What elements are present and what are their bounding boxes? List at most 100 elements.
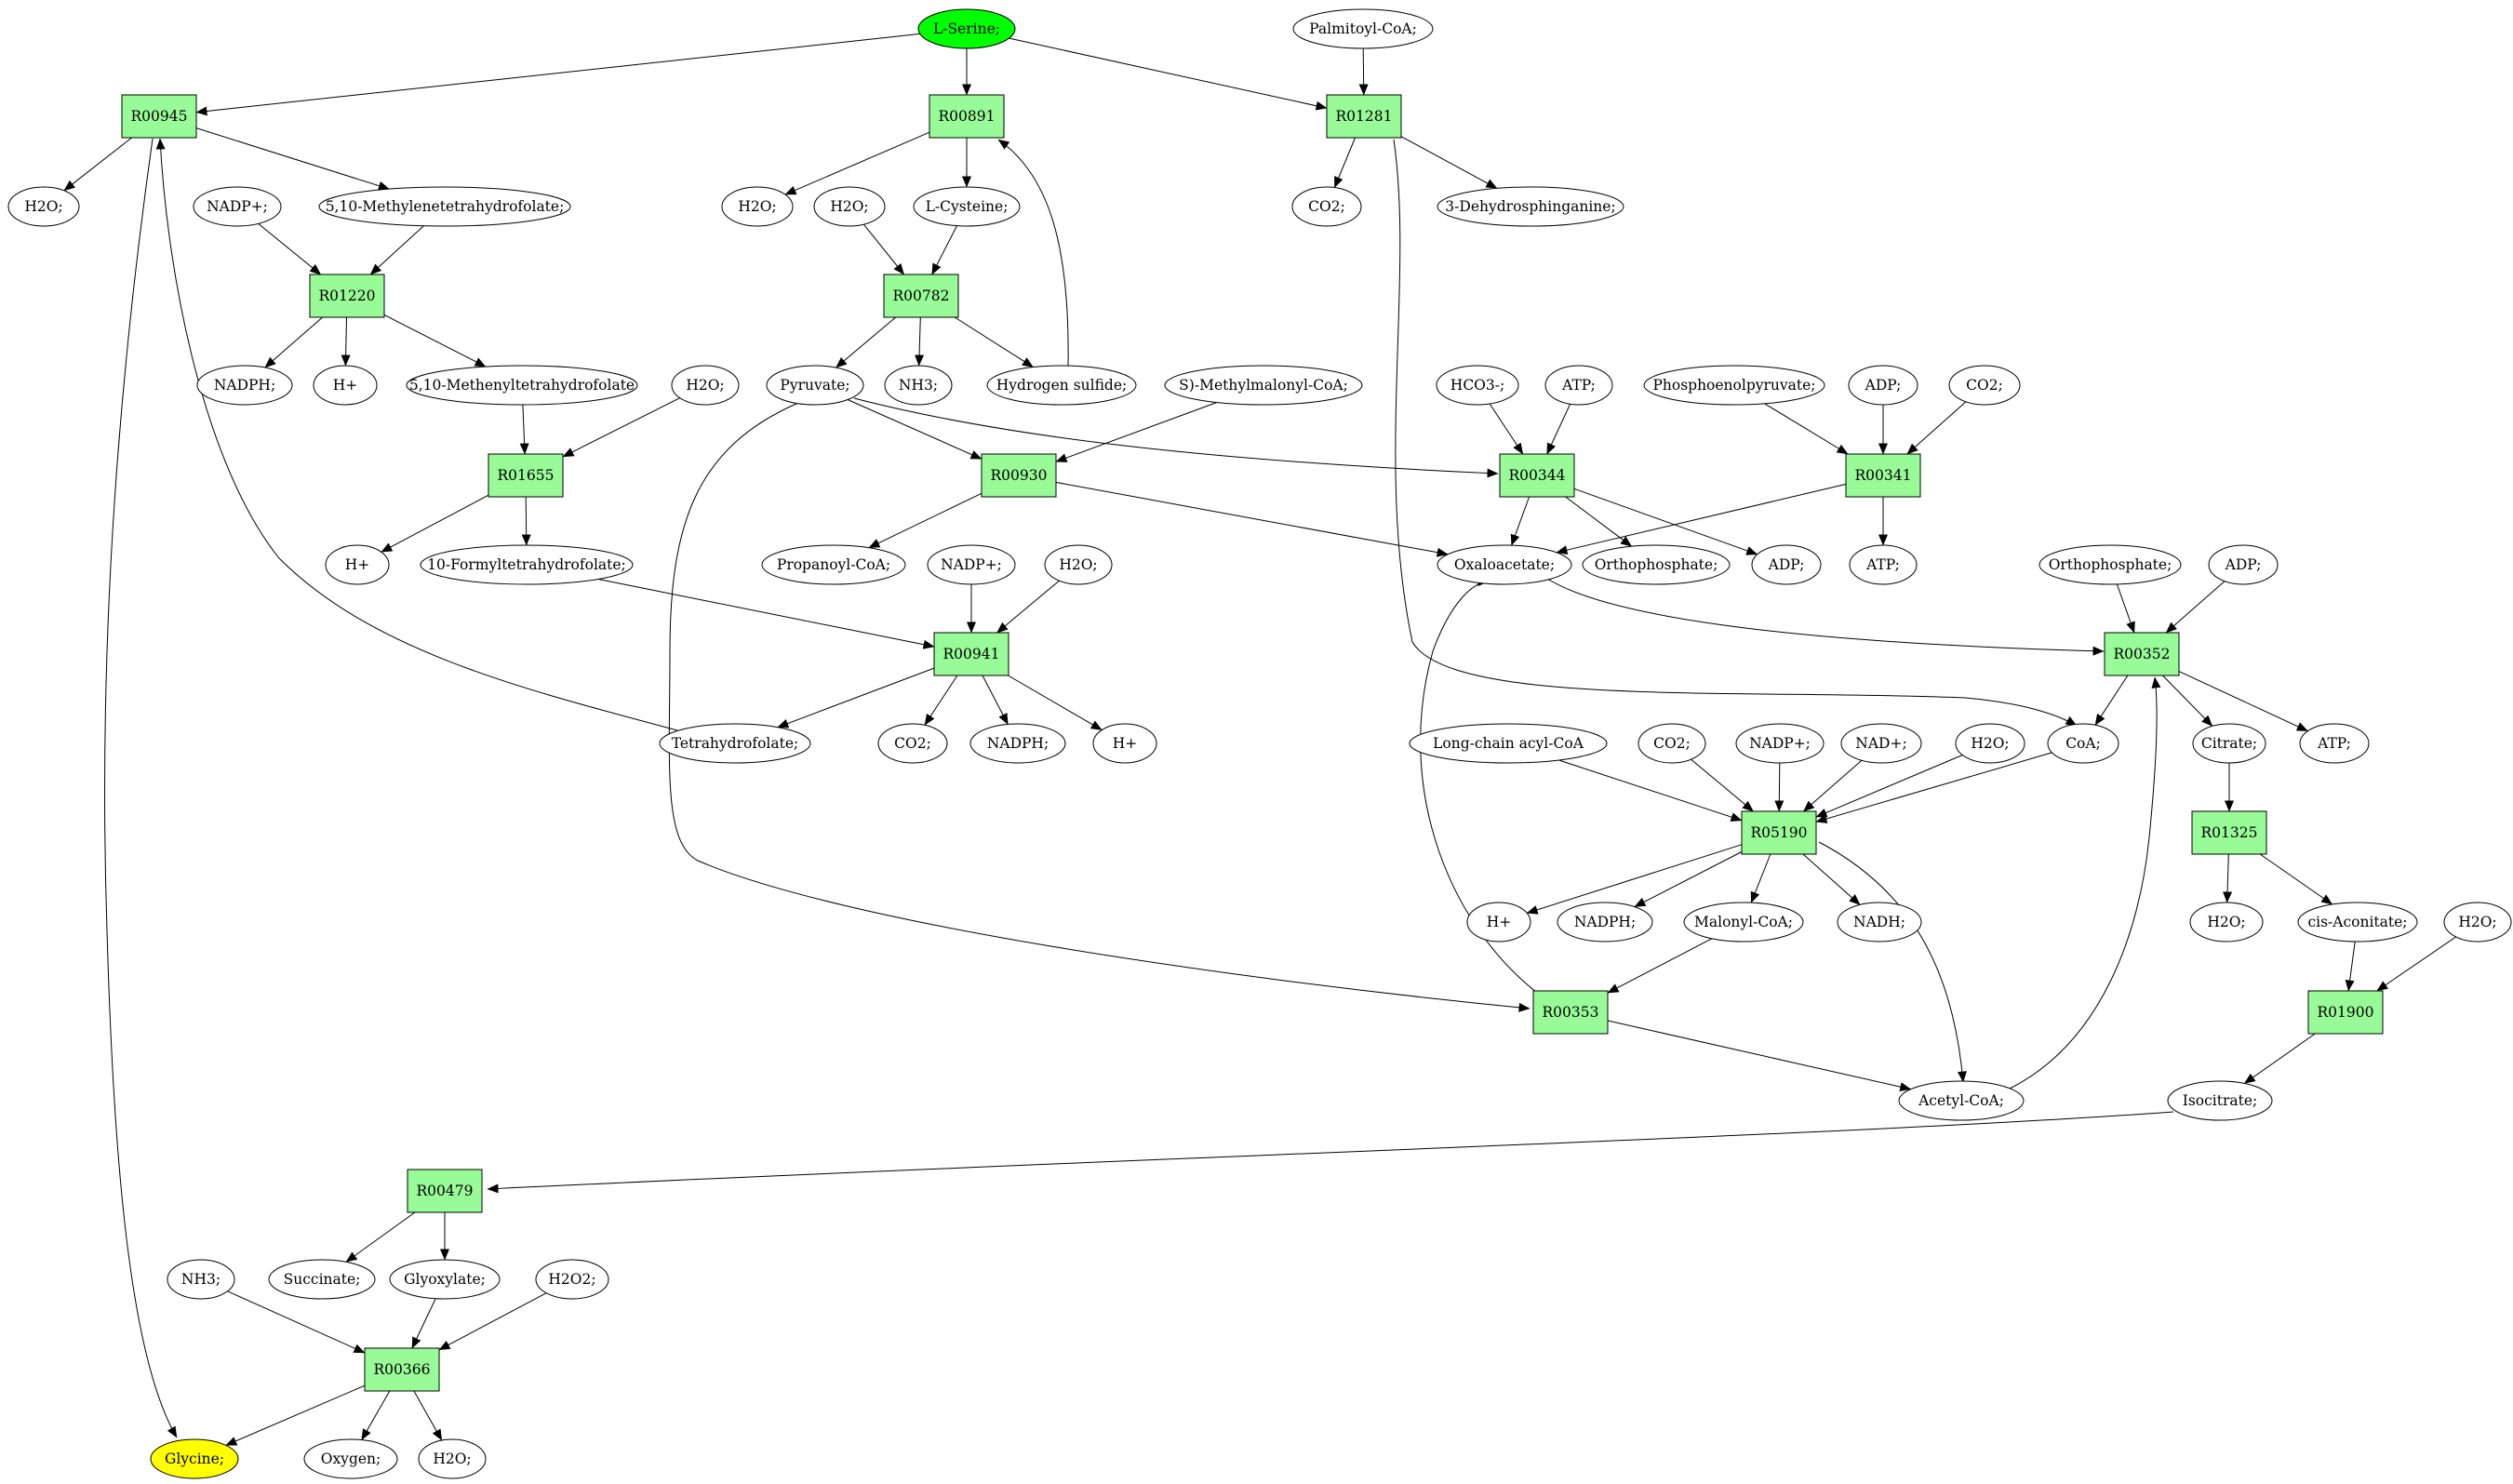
compound-node-nadph-a[interactable]: NADPH; [196, 365, 293, 406]
compound-node-adp-a[interactable]: ADP; [1848, 365, 1918, 406]
compound-ellipse [1557, 902, 1653, 943]
compound-node-oxygen[interactable]: Oxygen; [303, 1438, 398, 1479]
compound-node-h2o-g[interactable]: H2O; [2189, 902, 2264, 943]
compound-node-l-serine[interactable]: L-Serine; [917, 8, 1016, 49]
compound-node-h2o-i[interactable]: H2O; [418, 1438, 487, 1479]
compound-node-adp-b[interactable]: ADP; [1751, 544, 1822, 585]
reaction-node-r01900[interactable]: R01900 [2307, 990, 2384, 1035]
compound-node-succinate[interactable]: Succinate; [268, 1259, 376, 1300]
compound-node-glyoxylate[interactable]: Glyoxylate; [389, 1259, 501, 1300]
edge-palmitoyl-coa-to-r01281 [1358, 47, 1369, 96]
compound-node-atp-b[interactable]: ATP; [1849, 544, 1918, 585]
compound-ellipse [2299, 723, 2370, 764]
compound-node-acetylcoa[interactable]: Acetyl-CoA; [1898, 1080, 2025, 1121]
reaction-node-r00782[interactable]: R00782 [883, 274, 959, 318]
edge-formylthf-to-r00941 [598, 579, 935, 649]
reaction-node-r01655[interactable]: R01655 [488, 453, 564, 498]
compound-node-co2-a[interactable]: CO2; [1291, 186, 1362, 227]
compound-node-methylenethf[interactable]: 5,10-Methylenetetrahydrofolate; [318, 186, 571, 227]
compound-node-nadp-a[interactable]: NADP+; [193, 186, 282, 227]
compound-node-h2o-e[interactable]: H2O; [1044, 544, 1113, 585]
reaction-node-r00479[interactable]: R00479 [407, 1169, 483, 1213]
compound-node-h2o2[interactable]: H2O2; [535, 1259, 609, 1300]
compound-node-co2-b[interactable]: CO2; [1948, 365, 2021, 406]
compound-node-nadh[interactable]: NADH; [1837, 902, 1922, 943]
reaction-node-r01281[interactable]: R01281 [1326, 94, 1402, 139]
reaction-node-r00891[interactable]: R00891 [929, 94, 1005, 139]
reaction-node-r00344[interactable]: R00344 [1499, 453, 1575, 498]
compound-node-formylthf[interactable]: 10-Formyltetrahydrofolate; [420, 544, 634, 585]
compound-node-palmitoyl-coa[interactable]: Palmitoyl-CoA; [1292, 8, 1434, 49]
compound-node-h-b[interactable]: H+ [325, 544, 390, 585]
reaction-node-r00930[interactable]: R00930 [981, 453, 1057, 498]
compound-node-longchain[interactable]: Long-chain acyl-CoA [1409, 723, 1608, 764]
compound-ellipse [1092, 723, 1157, 764]
reaction-node-r00341[interactable]: R00341 [1845, 453, 1921, 498]
compound-node-isocitrate[interactable]: Isocitrate; [2167, 1080, 2273, 1121]
edges-layer [63, 33, 2456, 1446]
node-label: Citrate; [2201, 735, 2257, 752]
compound-node-methenylthf[interactable]: 5,10-Methenyltetrahydrofolate [406, 365, 638, 406]
reaction-node-r00945[interactable]: R00945 [121, 94, 197, 139]
compound-node-thf[interactable]: Tetrahydrofolate; [659, 723, 811, 764]
compound-ellipse [1643, 365, 1825, 406]
compound-node-cisaconitate[interactable]: cis-Aconitate; [2297, 902, 2418, 943]
compound-node-atp-c[interactable]: ATP; [2299, 723, 2370, 764]
compound-ellipse [420, 544, 634, 585]
compound-node-co2-d[interactable]: CO2; [1637, 723, 1706, 764]
edge-methylenethf-to-r01220 [369, 225, 424, 275]
compound-node-nadp-b[interactable]: NADP+; [927, 544, 1016, 585]
compound-node-h2s[interactable]: Hydrogen sulfide; [986, 365, 1137, 406]
edge-r00353-to-acetylcoa [1607, 1020, 1912, 1092]
node-label: Orthophosphate; [1595, 556, 1718, 573]
compound-node-h2o-b[interactable]: H2O; [721, 186, 794, 227]
compound-node-nadph-b[interactable]: NADPH; [969, 723, 1066, 764]
compound-node-nadph-c[interactable]: NADPH; [1557, 902, 1653, 943]
compound-node-adp-c[interactable]: ADP; [2208, 544, 2279, 585]
compound-node-citrate[interactable]: Citrate; [2192, 723, 2266, 764]
compound-node-oxaloacetate[interactable]: Oxaloacetate; [1437, 544, 1572, 585]
node-label: Isocitrate; [2183, 1092, 2258, 1109]
compound-node-methylmalonyl[interactable]: S)-Methylmalonyl-CoA; [1164, 365, 1363, 406]
reaction-node-r05190[interactable]: R05190 [1741, 810, 1817, 855]
edge-r00945-to-glycine [104, 138, 178, 1438]
compound-node-h2o-h[interactable]: H2O; [2443, 902, 2512, 943]
compound-node-pyruvate[interactable]: Pyruvate; [766, 365, 864, 406]
reaction-node-r00352[interactable]: R00352 [2104, 632, 2180, 676]
compound-node-h-d[interactable]: H+ [1466, 902, 1531, 943]
compound-node-orthophosphate-b[interactable]: Orthophosphate; [2038, 544, 2182, 585]
compound-node-coa[interactable]: CoA; [2047, 723, 2119, 764]
compound-node-dehydrosphinganine[interactable]: 3-Dehydrosphinganine; [1437, 186, 1624, 227]
compound-node-h2o-c[interactable]: H2O; [813, 186, 886, 227]
reaction-node-r00353[interactable]: R00353 [1532, 990, 1609, 1035]
compound-node-h2o-d[interactable]: H2O; [671, 365, 740, 406]
reaction-node-r00366[interactable]: R00366 [364, 1347, 440, 1392]
compound-node-nad[interactable]: NAD+; [1840, 723, 1922, 764]
edge-l-serine-to-r01281 [1009, 37, 1328, 111]
compound-node-l-cysteine[interactable]: L-Cysteine; [913, 186, 1021, 227]
compound-ellipse [2443, 902, 2512, 943]
compound-node-orthophosphate-a[interactable]: Orthophosphate; [1582, 544, 1731, 585]
compound-node-propanoylcoa[interactable]: Propanoyl-CoA; [761, 544, 906, 585]
compound-node-co2-c[interactable]: CO2; [877, 723, 948, 764]
edge-r01900-to-isocitrate [2243, 1033, 2316, 1084]
compound-ellipse [193, 186, 282, 227]
compound-node-h2o-a[interactable]: H2O; [7, 186, 80, 227]
compound-node-malonylcoa[interactable]: Malonyl-CoA; [1683, 902, 1804, 943]
compound-node-nh3-b[interactable]: NH3; [167, 1259, 235, 1300]
compound-node-atp-a[interactable]: ATP; [1544, 365, 1613, 406]
reaction-node-r01325[interactable]: R01325 [2191, 810, 2267, 855]
node-label: H+ [1487, 914, 1512, 930]
compound-node-nh3-a[interactable]: NH3; [884, 365, 953, 406]
reaction-node-r00941[interactable]: R00941 [933, 632, 1009, 676]
compound-node-pep[interactable]: Phosphoenolpyruvate; [1643, 365, 1825, 406]
compound-node-h2o-f[interactable]: H2O; [1955, 723, 2025, 764]
compound-ellipse [1837, 902, 1922, 943]
compound-node-glycine[interactable]: Glycine; [150, 1438, 239, 1479]
reaction-node-r01220[interactable]: R01220 [309, 274, 385, 318]
compound-node-hco3[interactable]: HCO3-; [1436, 365, 1519, 406]
compound-node-h-c[interactable]: H+ [1092, 723, 1157, 764]
compound-node-h-a[interactable]: H+ [313, 365, 378, 406]
node-label: R00366 [374, 1361, 431, 1378]
compound-node-nadp-c[interactable]: NADP+; [1735, 723, 1825, 764]
